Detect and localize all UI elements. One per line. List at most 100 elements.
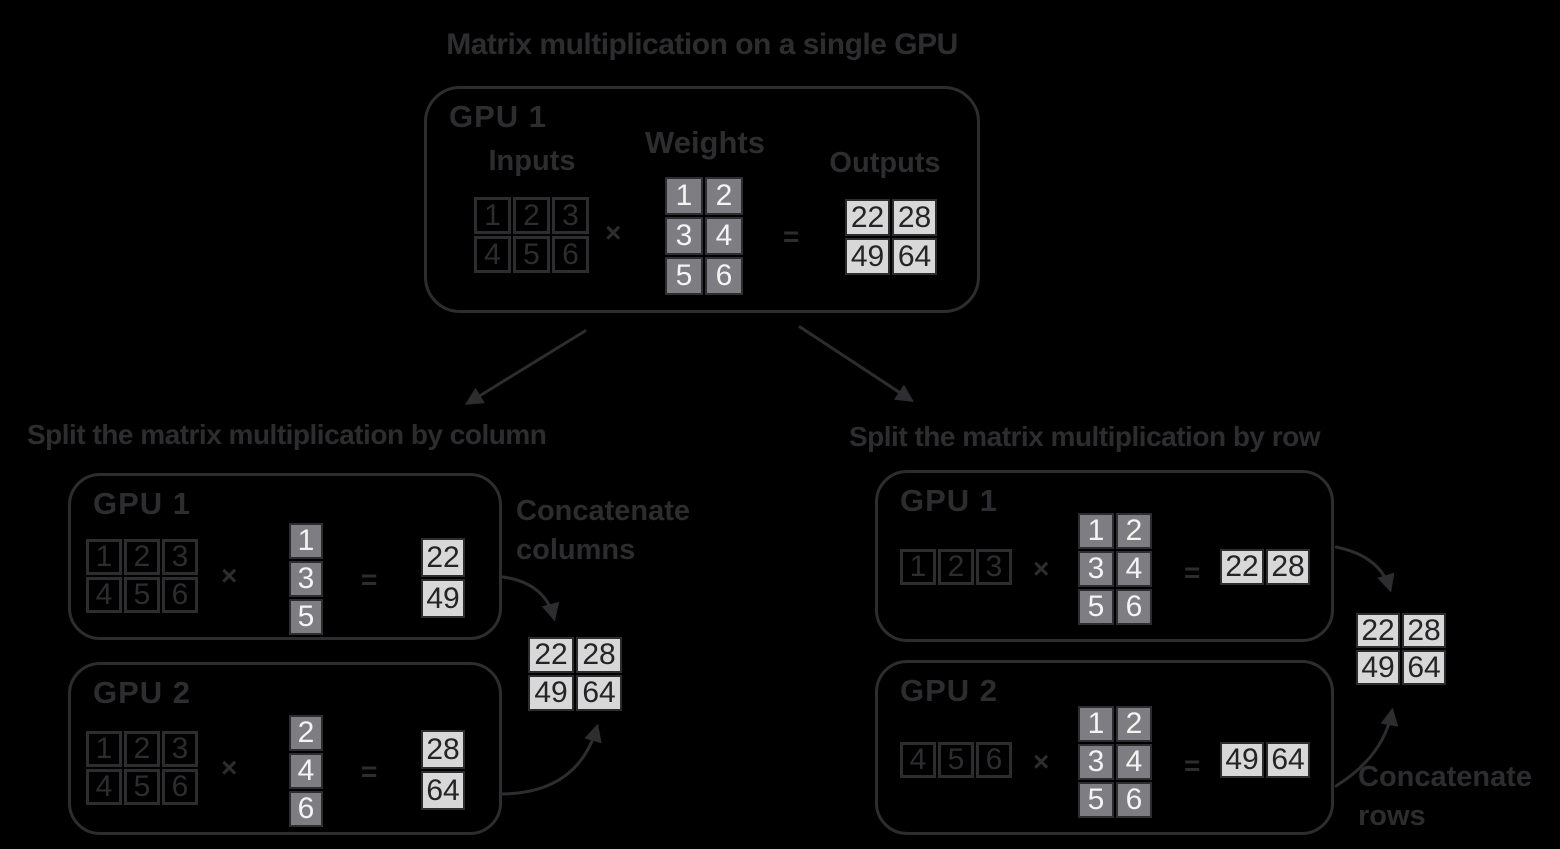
matrix-cell: 64 [421,771,465,810]
matrix-cell: 2 [513,197,550,234]
matrix-cell: 3 [162,731,198,767]
matrix-cell: 1 [474,197,511,234]
matrix-cell: 64 [576,675,622,711]
matrix-cell: 6 [1116,782,1152,818]
matrix-cell: 2 [705,177,743,215]
matrix-cell: 4 [289,753,323,789]
matrix-cell: 22 [1356,613,1400,648]
split-by-row-arrow [798,325,915,402]
times-operator: × [221,752,238,783]
matrix-cell: 1 [86,539,122,575]
matrix-cell: 6 [289,791,323,827]
matrix-cell: 2 [938,549,974,585]
matrix-cell: 3 [552,197,589,234]
matrix-cell: 5 [124,769,160,805]
times-operator: × [1033,746,1050,777]
matrix-cell: 5 [1078,589,1114,625]
matrix-cell: 64 [1402,650,1446,685]
diagram-title: Matrix multiplication on a single GPU [446,28,958,61]
concat-rows-top-arrow [1334,545,1395,593]
matrix-cell: 3 [1078,551,1114,587]
matrix-cell: 49 [1356,650,1400,685]
concatenate-rows-label: Concatenate rows [1358,761,1533,832]
matrix-cell: 28 [421,730,465,769]
equals-operator: = [361,756,378,787]
times-operator: × [605,217,622,248]
matrix-cell: 4 [705,217,743,255]
matrix-cell: 5 [289,599,323,635]
matrix-cell: 49 [1220,742,1264,778]
matrix-cell: 4 [86,769,122,805]
equals-operator: = [361,564,378,595]
matrix-cell: 1 [665,177,703,215]
concat-columns-bottom-arrow [500,723,602,796]
matrix-cell: 2 [1116,513,1152,549]
matrix-cell: 6 [162,577,198,613]
gpu-panel-label: GPU 2 [93,675,192,710]
matrix-cell: 4 [1116,744,1152,780]
matrix-cell: 4 [474,236,511,273]
outputs-label: Outputs [829,147,941,179]
matrix-cell: 22 [1220,549,1264,585]
matrix-cell: 22 [528,637,574,673]
times-operator: × [221,560,238,591]
matrix-cell: 2 [1116,706,1152,742]
matrix-cell: 6 [162,769,198,805]
matrix-cell: 3 [976,549,1012,585]
matrix-cell: 1 [1078,706,1114,742]
matrix-cell: 5 [124,577,160,613]
column-split-heading: Split the matrix multiplication by colum… [27,419,547,450]
split-by-column-arrow [464,329,587,405]
matrix-cell: 1 [900,549,936,585]
gpu-panel-label: GPU 1 [449,99,548,134]
matrix-cell: 28 [1266,549,1310,585]
matrix-cell: 3 [665,217,703,255]
matrix-cell: 2 [124,539,160,575]
equals-operator: = [1184,750,1201,781]
matrix-cell: 6 [1116,589,1152,625]
matrix-cell: 22 [845,199,890,236]
matrix-cell: 1 [1078,513,1114,549]
matrix-cell: 28 [1402,613,1446,648]
matrix-cell: 6 [976,742,1012,778]
matrix-cell: 4 [86,577,122,613]
matrix-cell: 28 [576,637,622,673]
matrix-cell: 3 [1078,744,1114,780]
matrix-cell: 2 [124,731,160,767]
concatenate-columns-label: Concatenate columns [516,495,691,566]
equals-operator: = [1184,557,1201,588]
matrix-cell: 3 [162,539,198,575]
matrix-cell: 1 [289,523,323,559]
matrix-cell: 5 [1078,782,1114,818]
weights-label: Weights [645,125,765,160]
gpu-panel-label: GPU 1 [93,486,192,521]
matrix-cell: 4 [900,742,936,778]
gpu-panel-label: GPU 2 [900,673,999,708]
inputs-label: Inputs [488,145,576,177]
matrix-cell: 5 [665,257,703,295]
matrix-cell: 4 [1116,551,1152,587]
row-split-heading: Split the matrix multiplication by row [849,421,1321,452]
matrix-cell: 49 [845,238,890,275]
matrix-cell: 49 [421,579,465,618]
matrix-cell: 64 [892,238,937,275]
